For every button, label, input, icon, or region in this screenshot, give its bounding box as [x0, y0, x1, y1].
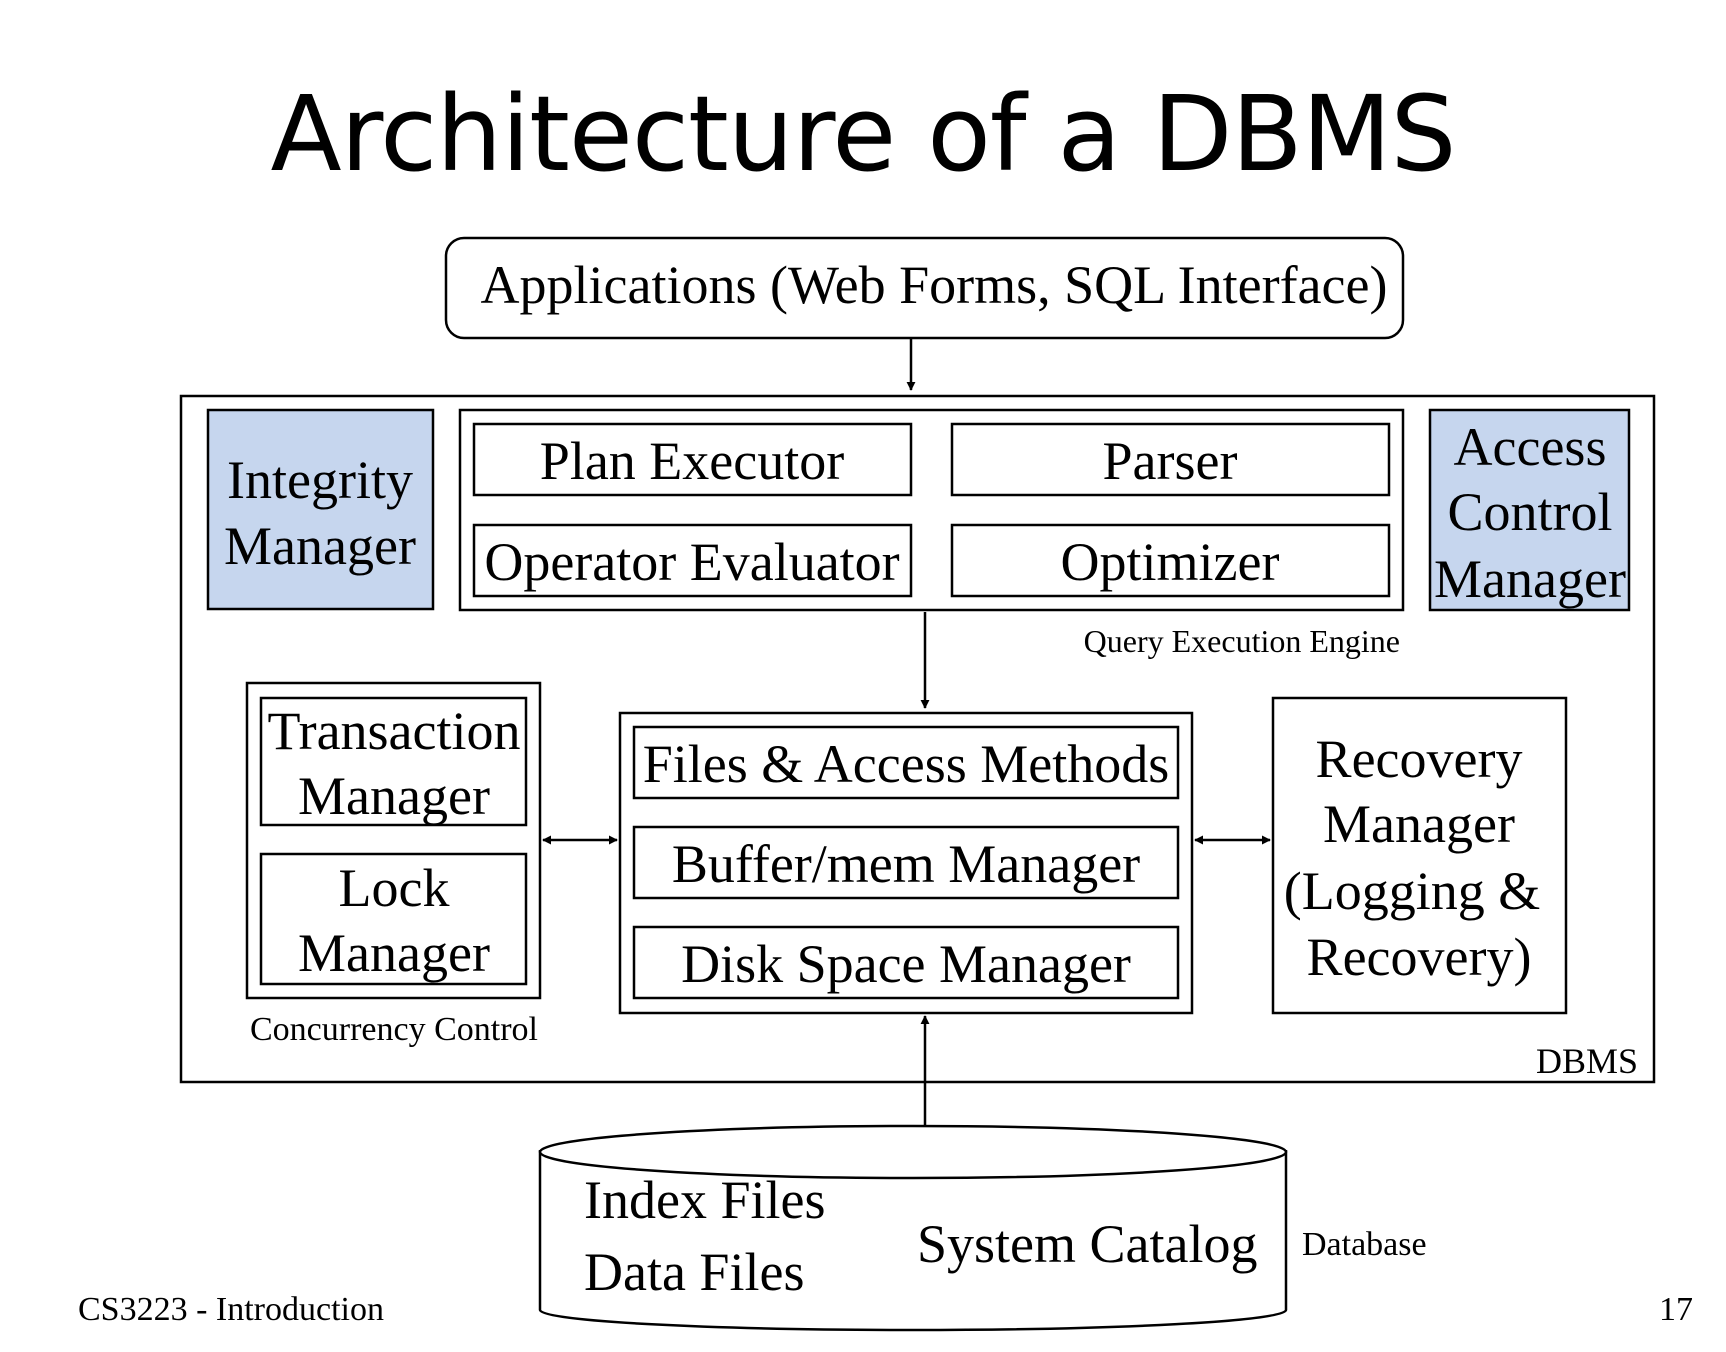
transaction-manager-box	[259, 696, 528, 827]
recovery-manager-line-3: (Logging &	[1284, 861, 1540, 921]
footer-course-label: CS3223 - Introduction	[78, 1291, 384, 1328]
integrity-manager-box	[206, 408, 435, 611]
lock-manager-line-2: Manager	[298, 923, 490, 983]
parser-box	[950, 422, 1391, 497]
query-execution-engine-label: Query Execution Engine	[1084, 623, 1400, 659]
data-files-label: Data Files	[584, 1242, 804, 1302]
files-access-methods-box	[632, 725, 1180, 800]
disk-space-manager-box	[632, 925, 1180, 1000]
recovery-manager-line-2: Manager	[1323, 794, 1515, 854]
integrity-manager-line-1: Integrity	[227, 450, 413, 510]
recovery-manager-line-1: Recovery	[1316, 729, 1523, 789]
recovery-manager-line-4: Recovery)	[1307, 927, 1532, 987]
buffer-manager-label: Buffer/mem Manager	[672, 834, 1140, 894]
optimizer-box	[950, 523, 1391, 598]
lock-manager-box	[259, 852, 528, 986]
operator-evaluator-box	[472, 523, 913, 598]
concurrency-control-label: Concurrency Control	[250, 1011, 538, 1048]
plan-executor-label: Plan Executor	[540, 431, 844, 491]
transaction-manager-line-2: Manager	[298, 766, 490, 826]
slide-title: Architecture of a DBMS	[270, 73, 1456, 195]
disk-space-manager-label: Disk Space Manager	[681, 934, 1131, 994]
access-control-line-3: Manager	[1434, 549, 1626, 609]
plan-executor-box	[472, 422, 913, 497]
system-catalog-label: System Catalog	[917, 1214, 1257, 1274]
recovery-manager-box	[1271, 696, 1568, 1015]
index-files-label: Index Files	[584, 1170, 825, 1230]
transaction-manager-line-1: Transaction	[268, 701, 521, 761]
database-cylinder-top	[538, 1124, 1288, 1180]
optimizer-label: Optimizer	[1061, 532, 1280, 592]
access-control-line-1: Access	[1454, 417, 1607, 477]
applications-label: Applications (Web Forms, SQL Interface)	[481, 255, 1388, 315]
lock-manager-line-1: Lock	[339, 858, 450, 918]
dbms-label: DBMS	[1536, 1041, 1638, 1081]
files-access-methods-label: Files & Access Methods	[643, 734, 1169, 794]
database-cylinder-body	[538, 1150, 1288, 1332]
integrity-manager-line-2: Manager	[224, 516, 416, 576]
database-label: Database	[1302, 1226, 1427, 1263]
applications-box	[444, 236, 1405, 340]
slide-page-number: 17	[1659, 1291, 1693, 1328]
buffer-manager-box	[632, 825, 1180, 900]
operator-evaluator-label: Operator Evaluator	[484, 532, 899, 592]
access-control-manager-box	[1428, 408, 1631, 612]
parser-label: Parser	[1103, 431, 1238, 491]
access-control-line-2: Control	[1447, 482, 1612, 542]
